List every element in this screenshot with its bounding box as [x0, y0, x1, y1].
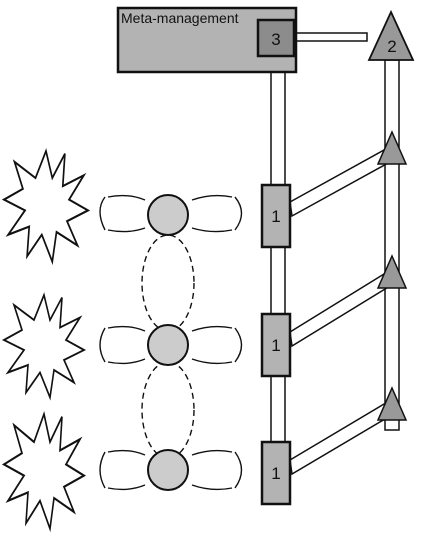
dashed-link [141, 361, 195, 459]
diagonal-link [289, 402, 391, 476]
starburst-icon [2, 149, 90, 263]
right-pipe [384, 59, 400, 431]
node-circle [147, 194, 189, 236]
center-pipe [270, 59, 286, 461]
unit-box: 1 [260, 183, 292, 249]
meta-inner-box: 3 [256, 18, 296, 58]
small-triangle [376, 254, 408, 289]
node-row [99, 325, 243, 365]
node-row [99, 194, 243, 233]
diagonal-link [289, 148, 391, 218]
node-row [99, 449, 243, 491]
meta-management-label: Meta-management [121, 10, 239, 26]
unit-box: 1 [260, 312, 292, 378]
dashed-link [141, 234, 195, 332]
unit-label: 1 [271, 464, 280, 483]
triangle-2-label: 2 [387, 37, 396, 56]
meta-inner-label: 3 [271, 30, 280, 49]
unit-label: 1 [271, 336, 280, 355]
node-circle [147, 449, 189, 491]
node-circle [147, 324, 189, 366]
unit-box: 1 [260, 440, 292, 506]
unit-label: 1 [271, 207, 280, 226]
starburst-icon [3, 294, 85, 399]
small-triangle [376, 386, 408, 421]
triangle-2: 2 [367, 9, 415, 61]
top-link [294, 32, 368, 42]
diagonal-link [289, 272, 391, 348]
small-triangle [376, 130, 408, 165]
starburst-icon [2, 412, 86, 530]
